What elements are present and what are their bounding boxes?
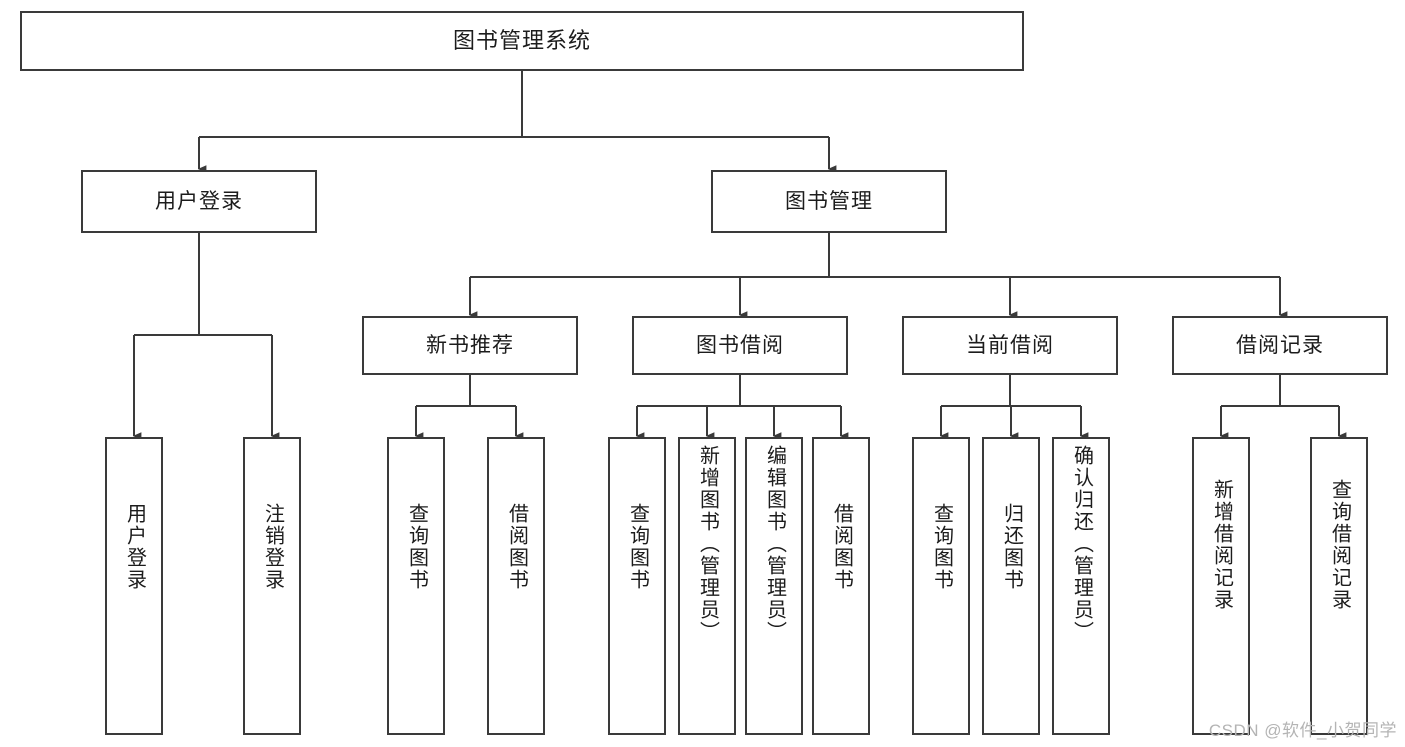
node-leaf-br-query[interactable]: 查询借阅记录 [1310,437,1368,735]
node-label: 借阅图书 [505,503,528,591]
node-label: 注销登录 [261,503,284,591]
node-current-borrow[interactable]: 当前借阅 [902,316,1118,375]
node-label: 用户登录 [155,189,243,213]
node-leaf-user-logout[interactable]: 注销登录 [243,437,301,735]
node-book-borrow[interactable]: 图书借阅 [632,316,848,375]
node-leaf-bb-borrow[interactable]: 借阅图书 [812,437,870,735]
node-leaf-bb-add[interactable]: 新增图书（管理员） [678,437,736,735]
node-label: 归还图书 [1000,503,1023,591]
node-label: 图书借阅 [696,333,784,357]
node-leaf-cb-query[interactable]: 查询图书 [912,437,970,735]
node-borrow-record[interactable]: 借阅记录 [1172,316,1388,375]
node-user-login[interactable]: 用户登录 [81,170,317,233]
node-leaf-cb-confirm[interactable]: 确认归还（管理员） [1052,437,1110,735]
node-book-manage[interactable]: 图书管理 [711,170,947,233]
node-root[interactable]: 图书管理系统 [20,11,1024,71]
node-label: 查询图书 [405,503,428,591]
node-leaf-bb-edit[interactable]: 编辑图书（管理员） [745,437,803,735]
node-leaf-rec-query[interactable]: 查询图书 [387,437,445,735]
node-label: 新增借阅记录 [1210,479,1233,611]
node-label: 借阅记录 [1236,333,1324,357]
node-label: 用户登录 [123,503,146,591]
node-leaf-user-login[interactable]: 用户登录 [105,437,163,735]
node-label: 编辑图书（管理员） [763,445,786,643]
node-new-book-rec[interactable]: 新书推荐 [362,316,578,375]
node-label: 确认归还（管理员） [1070,445,1093,643]
csdn-watermark: CSDN @软件_小贺同学 [1208,721,1397,740]
node-leaf-cb-return[interactable]: 归还图书 [982,437,1040,735]
node-leaf-rec-borrow[interactable]: 借阅图书 [487,437,545,735]
node-label: 图书管理 [785,189,873,213]
node-label: 新增图书（管理员） [696,445,719,643]
node-leaf-bb-query[interactable]: 查询图书 [608,437,666,735]
node-label: 图书管理系统 [452,27,591,53]
node-leaf-br-add[interactable]: 新增借阅记录 [1192,437,1250,735]
node-label: 查询借阅记录 [1328,479,1351,611]
node-label: 查询图书 [626,503,649,591]
node-label: 当前借阅 [966,333,1054,357]
node-label: 借阅图书 [830,503,853,591]
node-label: 查询图书 [930,503,953,591]
node-label: 新书推荐 [426,333,514,357]
